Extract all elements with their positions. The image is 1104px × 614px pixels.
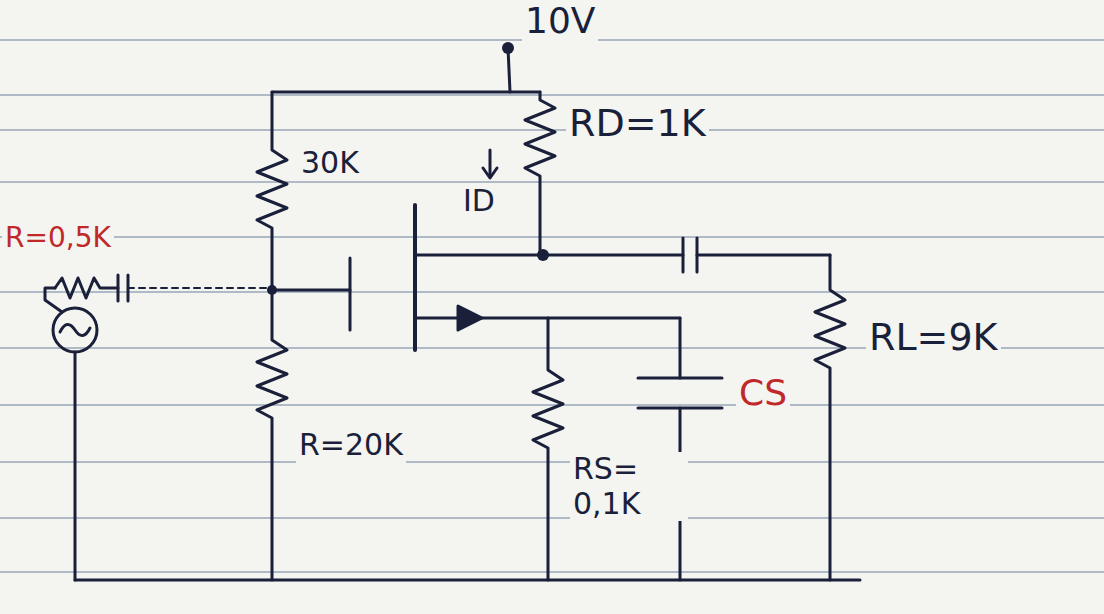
gate-wire bbox=[272, 289, 350, 292]
capacitor-wire bbox=[679, 318, 682, 378]
supply-label: 10V bbox=[522, 0, 598, 41]
resistor-label: R=0,5K bbox=[2, 222, 114, 254]
input-wire bbox=[128, 287, 272, 289]
resistor-symbol bbox=[55, 278, 118, 298]
ruled-lines bbox=[0, 40, 1104, 572]
capacitor-plate bbox=[638, 377, 722, 380]
channel-plate bbox=[413, 205, 417, 350]
current-label: ID bbox=[460, 184, 498, 219]
resistor-label: RD=1K bbox=[566, 102, 709, 146]
junction-dot bbox=[502, 42, 514, 54]
sine-symbol bbox=[60, 324, 90, 335]
resistor-symbol bbox=[525, 92, 555, 255]
resistor-symbol bbox=[257, 290, 287, 580]
resistor-symbol bbox=[257, 92, 287, 290]
capacitor-plate bbox=[117, 275, 120, 301]
source-wire bbox=[45, 288, 62, 312]
current-arrow-head bbox=[483, 168, 497, 178]
resistor-symbol bbox=[815, 255, 845, 580]
resistor-label: RL=9K bbox=[866, 316, 1001, 360]
capacitor-label: CS bbox=[736, 372, 790, 413]
junction-dot bbox=[537, 249, 549, 261]
output-wire bbox=[697, 254, 830, 257]
capacitor-plate bbox=[682, 238, 685, 272]
source-wire bbox=[74, 352, 77, 580]
ground-wire bbox=[75, 579, 860, 582]
signal-source bbox=[53, 308, 97, 352]
supply-wire bbox=[508, 48, 510, 92]
gate-plate bbox=[349, 258, 352, 330]
resistor-symbol bbox=[533, 318, 563, 580]
junction-dot bbox=[267, 285, 277, 295]
current-arrow bbox=[489, 150, 492, 176]
source-arrow bbox=[458, 306, 482, 330]
resistor-label: RS= 0,1K bbox=[570, 452, 688, 521]
top-wire bbox=[272, 91, 540, 94]
resistor-label: R=20K bbox=[296, 428, 406, 463]
resistor-label: 30K bbox=[298, 146, 362, 181]
